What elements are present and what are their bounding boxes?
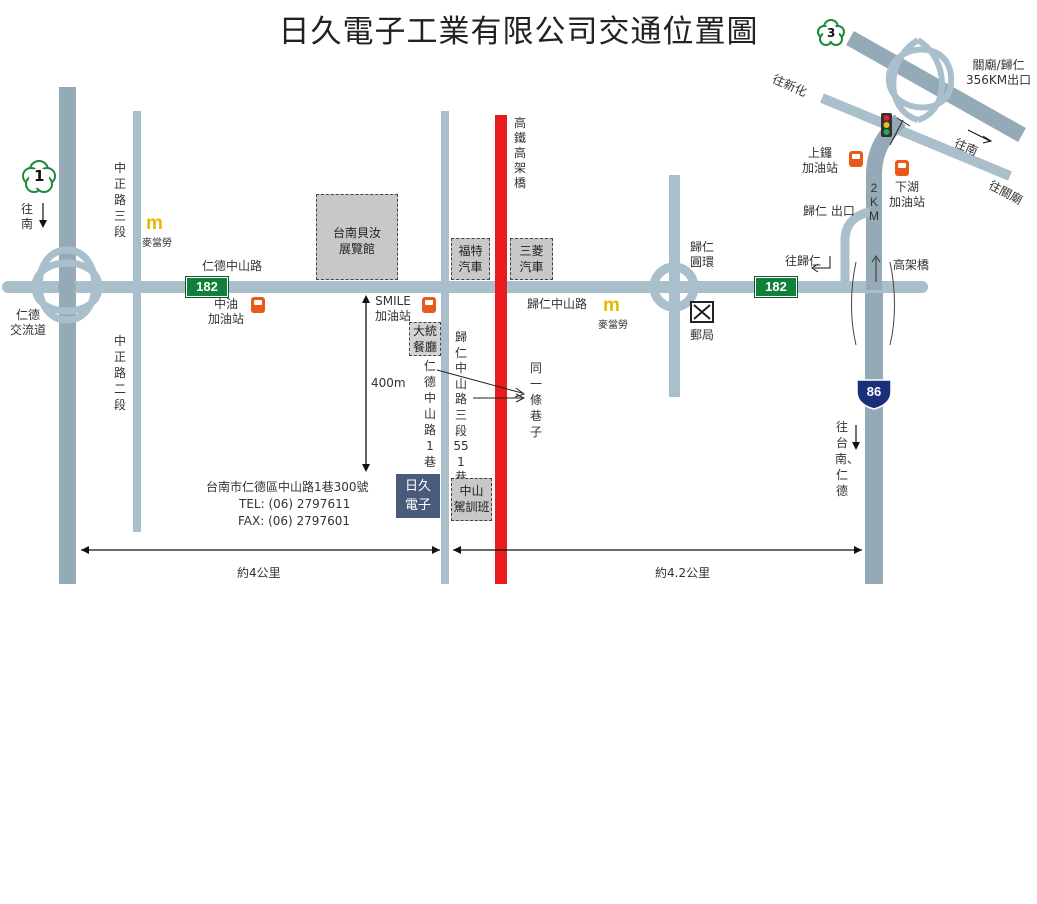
route-182-shield-right: 182 (754, 276, 798, 298)
rende-interchange-shape (31, 246, 103, 324)
label-dist-right: 約4.2公里 (655, 566, 711, 580)
label-to-guiren: 往歸仁 (785, 254, 822, 268)
mcd-right-icon: m (603, 295, 620, 316)
label-elevated-bridge: 高架橋 (893, 258, 930, 272)
label-shangkuan-gas: 上鑼 加油站 (802, 146, 839, 175)
hsr-line (495, 115, 507, 584)
label-guiren-roundabout: 歸仁 圓環 (690, 240, 715, 269)
page-title: 日久電子工業有限公司交通位置圖 (278, 14, 759, 50)
label-to-tainan-rende: 往台南、仁德 (835, 420, 860, 498)
highway-86-ramp (866, 114, 906, 290)
guiren-roundabout-shape (649, 262, 699, 312)
zhongzheng-road (133, 111, 141, 532)
zhongyou-gas-icon (251, 297, 265, 313)
label-smile-gas: SMILE 加油站 (375, 294, 412, 323)
guiren-exit-ramp (840, 207, 871, 285)
label-to-south-left: 往南 (20, 202, 33, 231)
highway-1-number: 1 (34, 167, 45, 185)
label-tel: TEL: (06) 2797611 (239, 497, 351, 511)
label-two-km: 2KM (869, 181, 879, 223)
post-office-icon (690, 301, 714, 323)
fute-box: 福特 汽車 (451, 238, 490, 280)
highway-3-road (846, 31, 1026, 142)
label-rende-zhongshan-road: 仁德中山路 (202, 259, 263, 273)
label-exit-356: 關廟/歸仁 356KM出口 (966, 58, 1032, 87)
label-dist-left: 約4公里 (237, 566, 281, 580)
xinhua-guanmiao-road (820, 93, 1012, 181)
highway-3-interchange (885, 37, 955, 123)
label-distance-400: 400m (371, 376, 406, 390)
highway-1-marker-shape (22, 160, 56, 193)
label-hsr-bridge: 高鐵高架橋 (513, 116, 526, 190)
label-post-office: 郵局 (690, 328, 715, 342)
xiahu-gas-icon (895, 160, 909, 176)
label-xiahu-gas: 下湖 加油站 (889, 180, 926, 209)
label-address: 台南市仁德區中山路1巷300號 (206, 480, 369, 494)
label-guiren-zhongshan-road: 歸仁中山路 (527, 297, 588, 311)
label-zhongzheng-3: 中正路三段 (113, 161, 126, 239)
traffic-light-icon (881, 113, 892, 137)
museum-box: 台南貝汝 展覽館 (316, 194, 398, 280)
datong-box: 大統 餐廳 (409, 322, 441, 356)
label-rende-lane: 仁德中山路1巷 (423, 359, 436, 469)
label-same-lane: 同一條巷子 (529, 361, 542, 439)
mitsubishi-box: 三菱 汽車 (510, 238, 553, 280)
highway-86-road (865, 290, 883, 584)
highway-86-number: 86 (866, 384, 882, 399)
label-guiren-exit: 歸仁 出口 (803, 204, 855, 218)
route-182-shield-left: 182 (185, 276, 229, 298)
highway-86-shield-shape (856, 379, 892, 410)
label-mcd-right: 麥當勞 (598, 320, 628, 331)
bridge-bracket-left (851, 261, 857, 346)
label-zhongzheng-2: 中正路二段 (113, 334, 126, 412)
smile-gas-icon (422, 297, 436, 313)
company-box: 日久 電子 (396, 474, 440, 518)
zhongshan-school-box: 中山 駕訓班 (451, 478, 492, 521)
bridge-bracket-right (889, 261, 895, 346)
label-mcd-left: 麥當勞 (142, 238, 172, 249)
label-guiren-lane: 歸仁中山路三段551巷 (453, 330, 469, 484)
highway-1-road (59, 87, 76, 584)
highway-3-number: 3 (827, 26, 836, 40)
mcd-left-icon: m (146, 213, 163, 234)
shangkuan-gas-icon (849, 151, 863, 167)
same-lane-arrow-1 (436, 369, 523, 394)
highway-3-marker-shape (817, 19, 845, 46)
rende-lane-road (441, 111, 449, 584)
label-fax: FAX: (06) 2797601 (238, 514, 350, 528)
label-zhongyou-gas: 中油 加油站 (208, 297, 245, 326)
label-rende-interchange: 仁德 交流道 (10, 308, 47, 337)
